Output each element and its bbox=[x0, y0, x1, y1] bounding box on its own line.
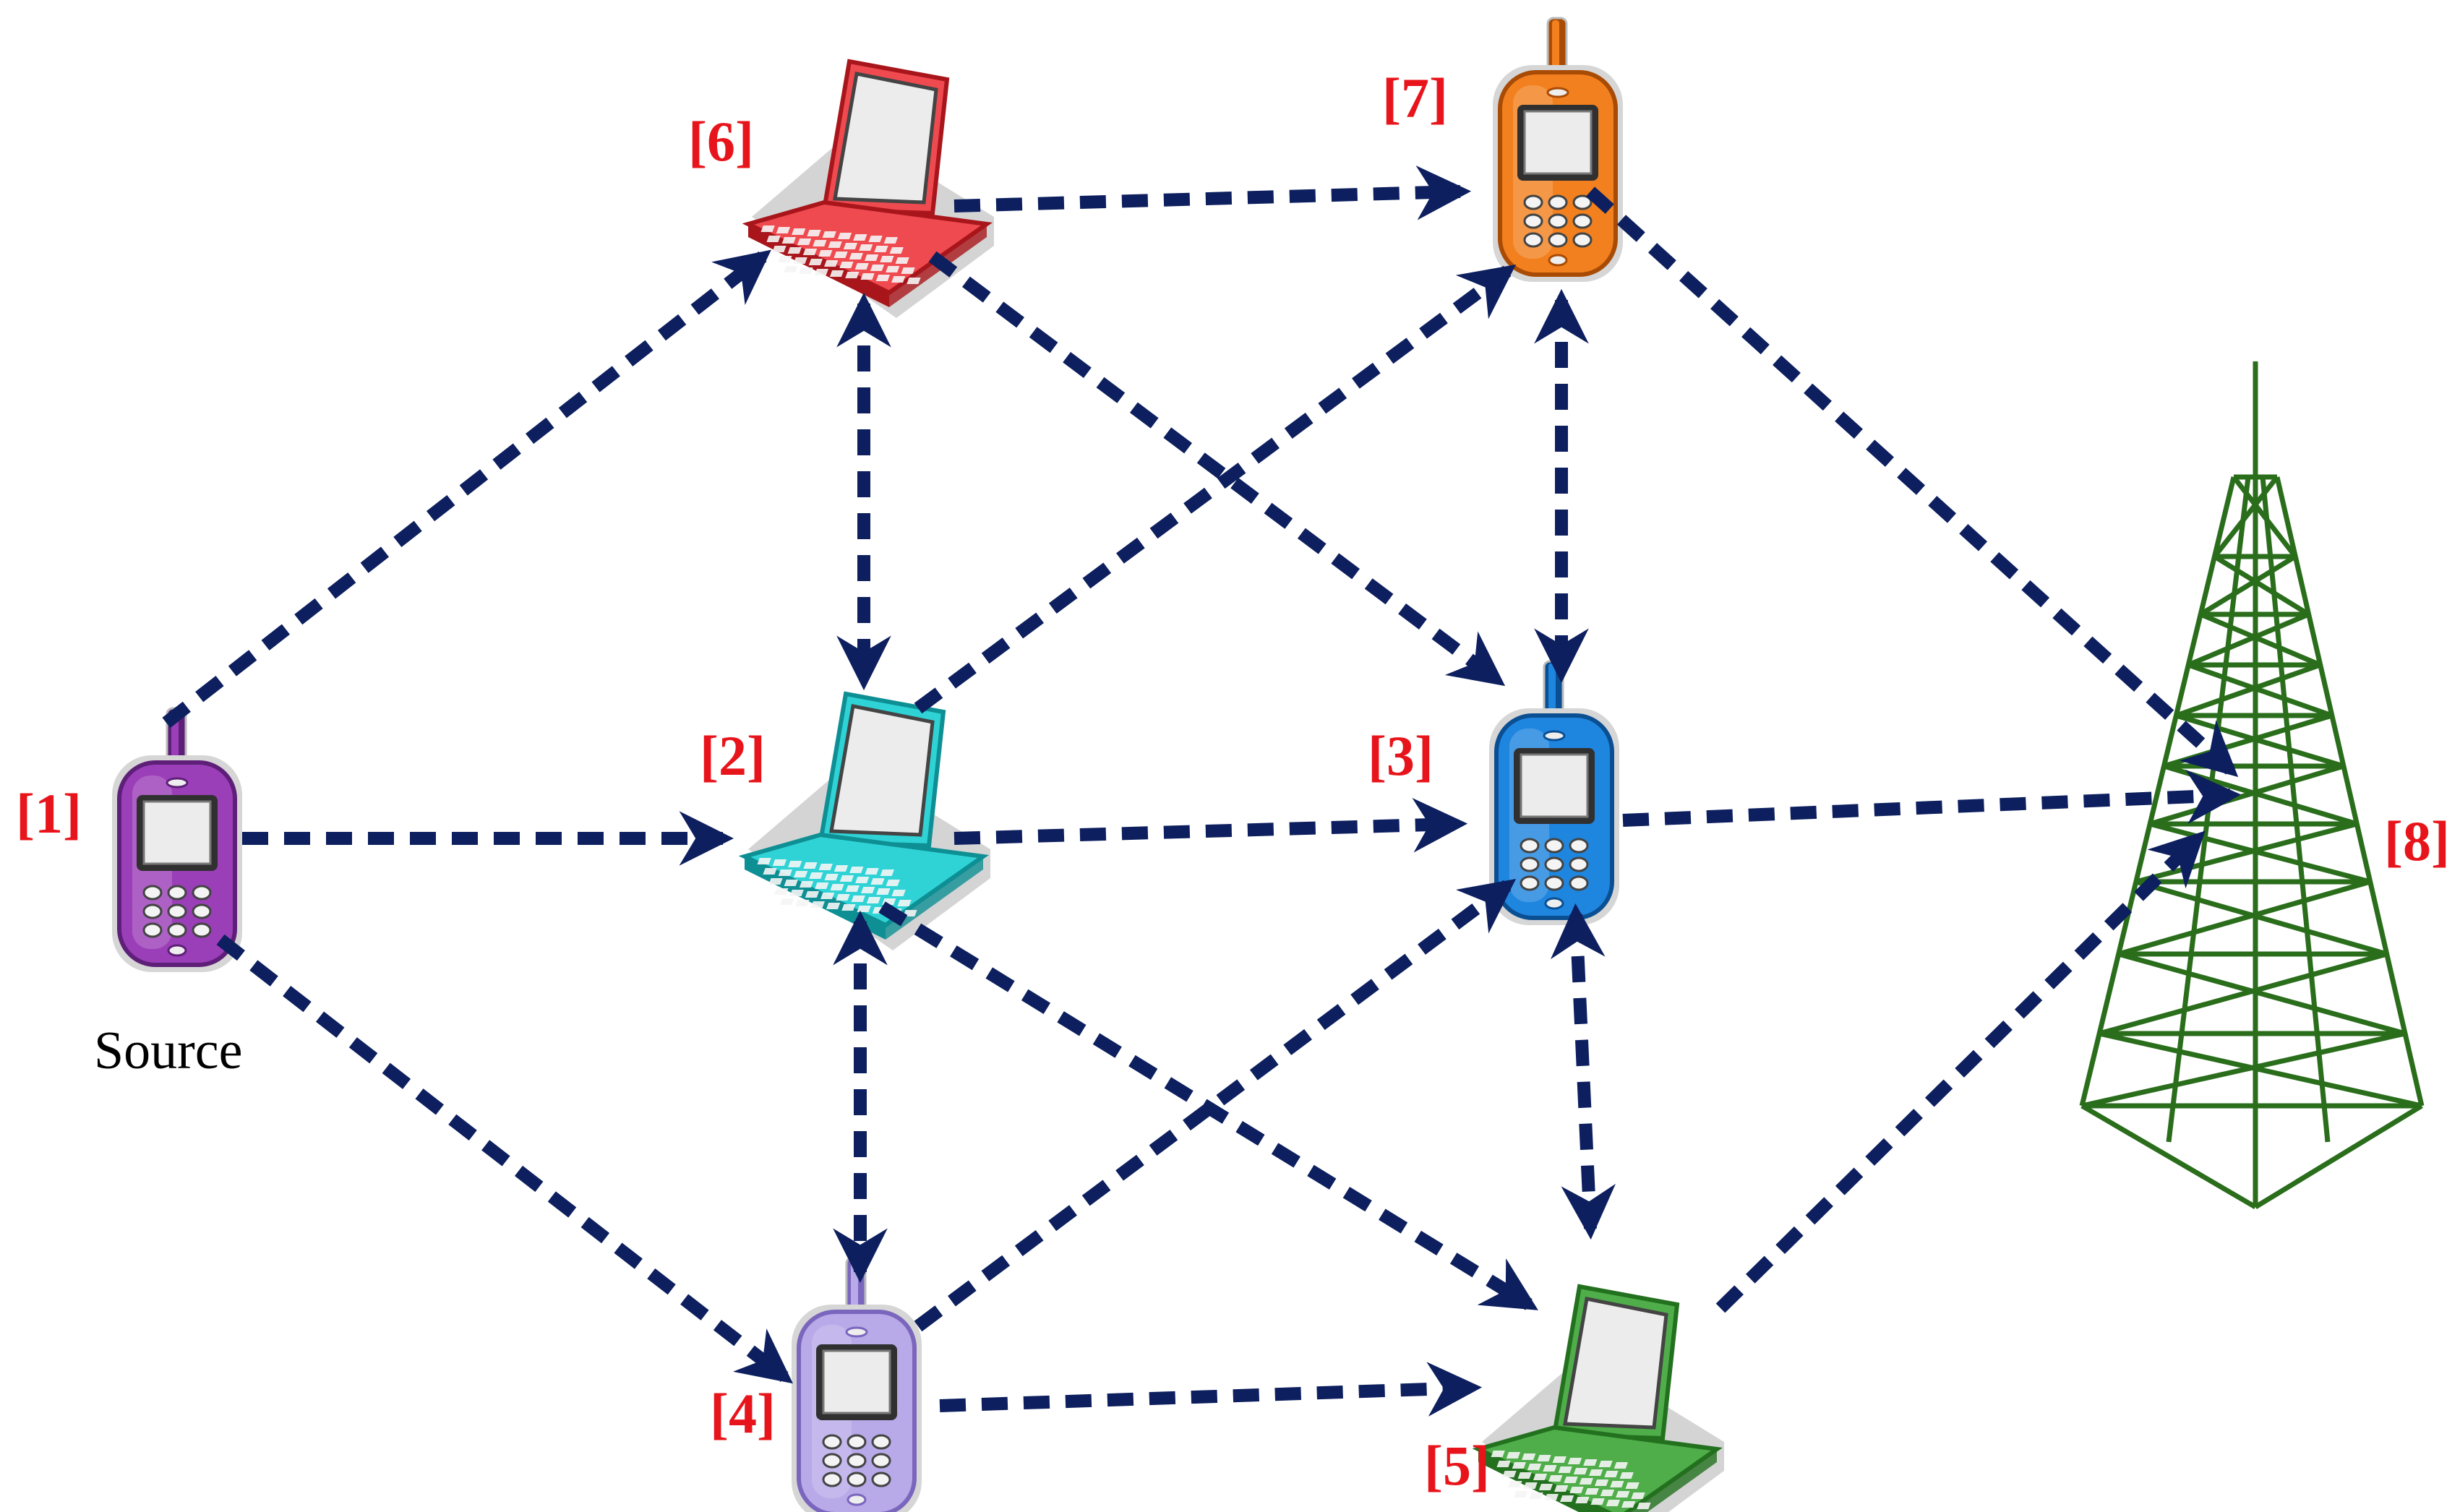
node-label-1: [1] bbox=[16, 782, 82, 845]
edge-6-to-3 bbox=[928, 251, 1506, 687]
edge-3-to-8 bbox=[1622, 769, 2242, 827]
edge-2-to-3 bbox=[953, 797, 1468, 853]
edges-layer bbox=[162, 165, 2242, 1417]
node-label-2: [2] bbox=[700, 724, 766, 787]
phone-icon-node-3 bbox=[1489, 660, 1619, 925]
node-label-3: [3] bbox=[1368, 724, 1433, 787]
tower-icon-node-8 bbox=[2079, 361, 2425, 1210]
edge-7-to-8 bbox=[1585, 186, 2239, 778]
laptop-icon-node-2 bbox=[738, 691, 990, 950]
edge-1-to-6 bbox=[162, 249, 771, 729]
edge-2-to-7 bbox=[914, 264, 1517, 714]
node-label-4: [4] bbox=[710, 1382, 776, 1445]
edge-4-to-5 bbox=[939, 1362, 1483, 1417]
node-label-8: [8] bbox=[2384, 809, 2450, 872]
edge-2-to-5 bbox=[878, 901, 1538, 1310]
source-caption: Source bbox=[94, 1021, 243, 1081]
laptop-icon-node-6 bbox=[742, 59, 994, 318]
phone-icon-node-4 bbox=[792, 1256, 922, 1512]
laptop-icon-node-5 bbox=[1472, 1284, 1724, 1512]
phone-icon-node-7 bbox=[1493, 17, 1623, 282]
edge-6-to-7 bbox=[953, 165, 1472, 220]
edge-1-to-4 bbox=[216, 934, 793, 1384]
devices-layer bbox=[112, 17, 2425, 1512]
node-label-5: [5] bbox=[1424, 1434, 1490, 1497]
edge-3-to-5 bbox=[1551, 903, 1616, 1240]
node-label-6: [6] bbox=[688, 110, 754, 173]
phone-icon-node-1 bbox=[112, 707, 242, 972]
edge-5-to-8 bbox=[1715, 830, 2206, 1313]
node-label-7: [7] bbox=[1382, 66, 1448, 129]
